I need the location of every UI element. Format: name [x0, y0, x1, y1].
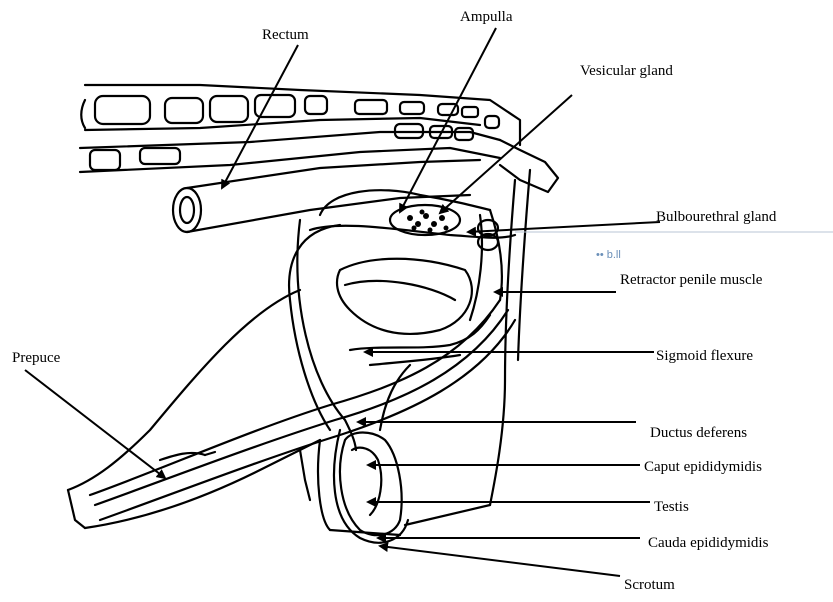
label-rectum: Rectum: [262, 28, 309, 43]
ampulla-granules: [407, 210, 449, 233]
arrow-prepuce: [25, 370, 165, 478]
label-sigmoid-flexure: Sigmoid flexure: [656, 349, 753, 364]
label-testis: Testis: [654, 500, 689, 515]
label-caput-epididymidis: Caput epididymidis: [644, 460, 762, 475]
faint-text: •• b.ll: [596, 250, 621, 261]
label-prepuce: Prepuce: [12, 351, 60, 366]
arrow-ampulla: [400, 28, 496, 212]
label-scrotum: Scrotum: [624, 578, 675, 593]
pelvis-bones: [80, 85, 558, 192]
ducts: [297, 190, 515, 450]
label-ductus-deferens: Ductus deferens: [650, 426, 747, 441]
label-retractor-penile-muscle: Retractor penile muscle: [620, 273, 762, 288]
label-cauda-epididymidis: Cauda epididymidis: [648, 536, 768, 551]
label-ampulla: Ampulla: [460, 10, 513, 25]
testis-group: [334, 430, 408, 543]
penis-sigmoid: [90, 259, 515, 520]
label-vesicular-gland: Vesicular gland: [580, 64, 673, 79]
label-bulbourethral-gland: Bulbourethral gland: [656, 210, 776, 225]
arrow-vesicular-gland: [440, 95, 572, 213]
arrow-scrotum: [380, 546, 620, 576]
